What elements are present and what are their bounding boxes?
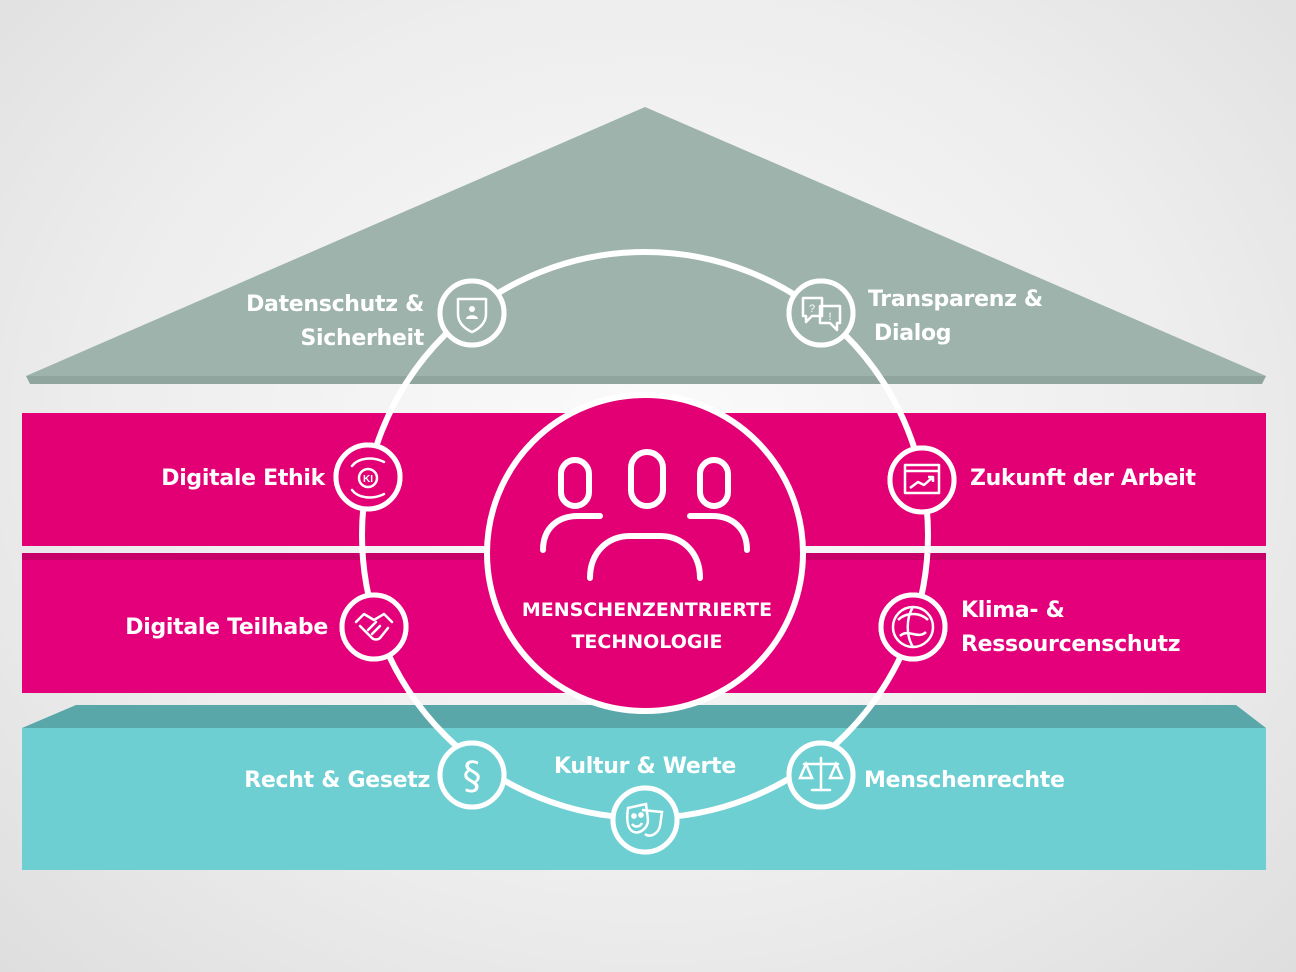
paragraph-icon: § [463,754,482,798]
svg-text:!: ! [828,311,831,323]
handshake-icon [354,612,394,641]
chart-window-icon [903,463,941,495]
people-group-icon [540,449,750,581]
scales-icon [798,756,844,792]
roof-edge [26,376,1266,384]
label-klima: Klima- & Ressourcenschutz [961,598,1181,657]
svg-text:KI: KI [363,474,373,485]
center-circle [484,392,806,714]
label-transparenz: Transparenz & Dialog [868,287,1043,346]
label-kultur: Kultur & Werte [554,754,736,779]
label-arbeit: Zukunft der Arbeit [970,466,1196,491]
speech-bubbles-icon: ? ! [801,296,842,332]
hands-ki-icon: KI [350,457,386,499]
teal-base-top-face [22,705,1266,728]
theater-masks-icon [626,802,664,837]
roof [26,107,1266,376]
label-datenschutz: Datenschutz & Sicherheit [246,292,424,351]
globe-leaf-icon [891,605,935,649]
label-recht: Recht & Gesetz [244,768,430,793]
shield-person-icon [456,297,488,334]
center-title: MENSCHENZENTRIERTE TECHNOLOGIE [521,599,773,653]
svg-text:?: ? [809,303,815,315]
label-ethik: Digitale Ethik [161,466,325,491]
label-teilhabe: Digitale Teilhabe [125,615,328,640]
label-menschenrechte: Menschenrechte [864,768,1065,793]
